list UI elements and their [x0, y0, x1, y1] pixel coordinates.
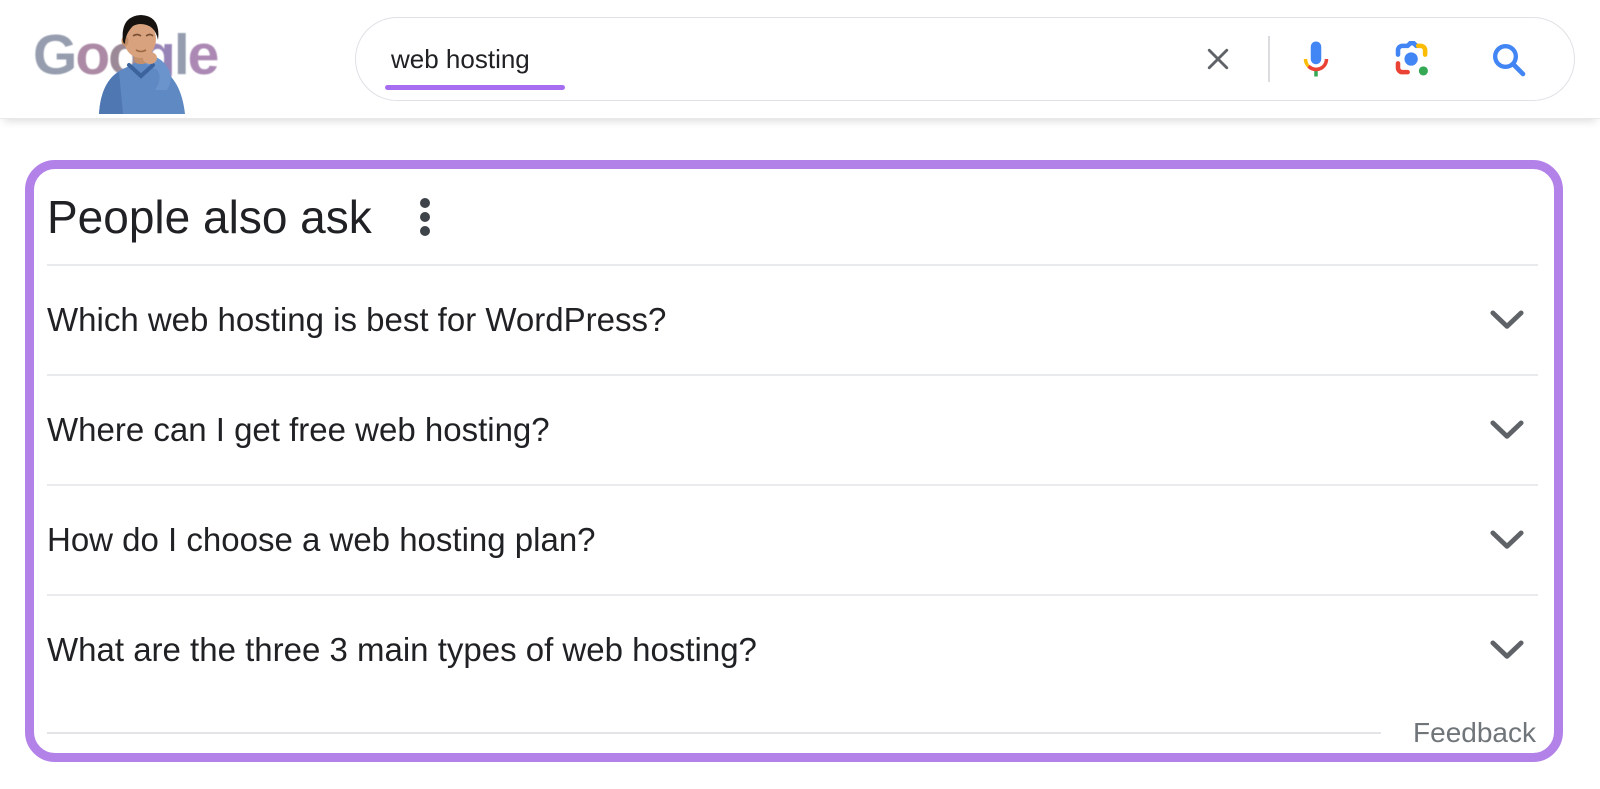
- search-submit-button[interactable]: [1488, 39, 1528, 79]
- paa-question-text: How do I choose a web hosting plan?: [47, 521, 596, 558]
- search-input[interactable]: [389, 42, 993, 76]
- query-annotation-underline: [385, 85, 565, 90]
- lens-camera-icon: [1395, 40, 1428, 76]
- logo-letter: l: [173, 23, 190, 87]
- kebab-dot: [419, 225, 430, 236]
- paa-header: People also ask: [47, 169, 1538, 264]
- chevron-down-icon[interactable]: [1490, 529, 1524, 551]
- paa-question-text: Which web hosting is best for WordPress?: [47, 301, 667, 338]
- search-bar-icons: [1200, 18, 1574, 100]
- paa-menu-button[interactable]: [418, 194, 432, 240]
- footer-divider: [47, 731, 1382, 734]
- chevron-down-icon[interactable]: [1490, 309, 1524, 331]
- search-bar-divider: [1268, 36, 1270, 82]
- kebab-dot: [419, 211, 430, 222]
- paa-question-row[interactable]: Which web hosting is best for WordPress?: [47, 264, 1538, 374]
- paa-question-row[interactable]: Where can I get free web hosting?: [47, 374, 1538, 484]
- google-wordmark: Google: [33, 22, 220, 88]
- close-icon: [1207, 48, 1229, 70]
- paa-question-text: Where can I get free web hosting?: [47, 411, 550, 448]
- search-header: Google: [0, 0, 1600, 119]
- google-lens-button[interactable]: [1390, 37, 1434, 81]
- people-also-ask-box: People also ask Which web hosting is bes…: [25, 160, 1563, 762]
- logo-letter: G: [33, 23, 77, 87]
- chevron-down-icon[interactable]: [1490, 639, 1524, 661]
- clear-search-button[interactable]: [1200, 41, 1236, 77]
- kebab-dot: [419, 197, 430, 208]
- logo-letter: o: [75, 23, 110, 87]
- paa-question-row[interactable]: What are the three 3 main types of web h…: [47, 594, 1538, 704]
- voice-search-button[interactable]: [1294, 36, 1338, 82]
- logo-letter: e: [187, 23, 220, 87]
- paa-footer: Feedback: [47, 704, 1538, 761]
- chevron-down-icon[interactable]: [1490, 419, 1524, 441]
- paa-question-row[interactable]: How do I choose a web hosting plan?: [47, 484, 1538, 594]
- doodle-person-icon: [99, 15, 185, 114]
- paa-question-text: What are the three 3 main types of web h…: [47, 631, 757, 668]
- google-doodle-logo[interactable]: Google: [33, 8, 263, 114]
- feedback-link[interactable]: Feedback: [1413, 716, 1536, 748]
- microphone-icon: [1303, 41, 1329, 77]
- search-icon: [1493, 44, 1526, 77]
- search-bar[interactable]: [355, 17, 1575, 101]
- paa-title: People also ask: [47, 190, 372, 243]
